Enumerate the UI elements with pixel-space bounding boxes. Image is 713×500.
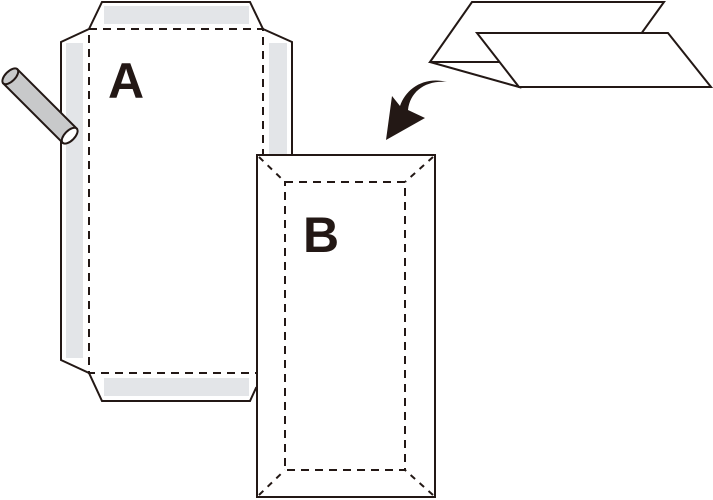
fold-line-b [284,181,406,471]
label-b: B [303,207,339,263]
glue-strip-bottom [104,378,249,396]
curved-arrow-icon [386,80,447,140]
glue-strip-top [104,6,249,24]
sheet-a: A [60,0,293,402]
glue-stick-icon [1,67,79,145]
fold-line-a [88,28,264,374]
folded-paper-icon [428,1,713,89]
label-a: A [108,53,144,109]
sheet-b: B [256,154,436,498]
sheet-b-outline [256,154,436,498]
glue-strip-left [66,43,83,358]
